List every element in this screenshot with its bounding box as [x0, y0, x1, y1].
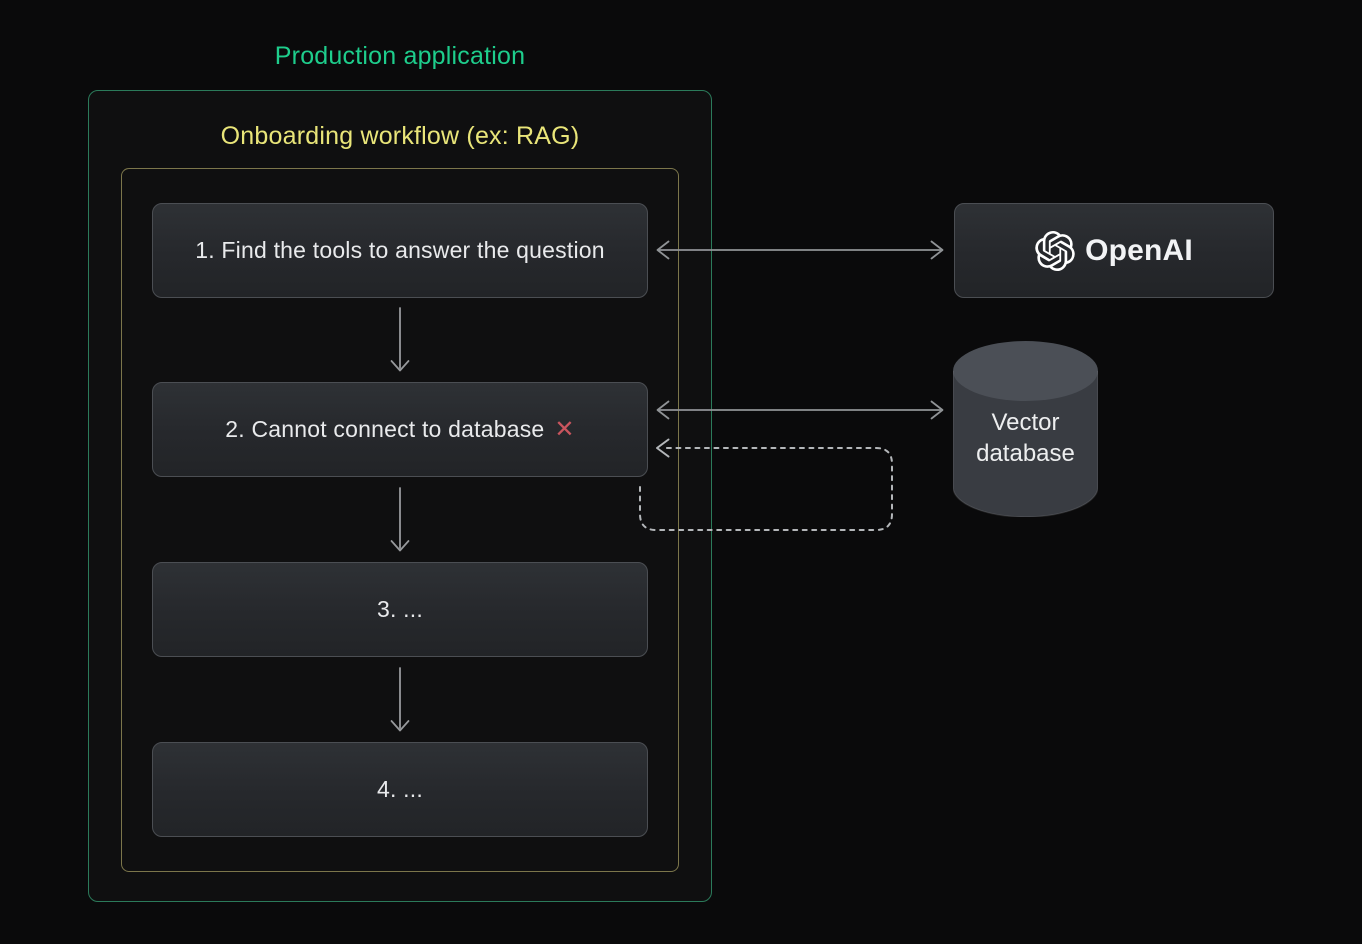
step-4-label: 4. ...: [377, 776, 423, 802]
step-2-label: 2. Cannot connect to database: [225, 416, 545, 442]
database-cylinder: [953, 341, 1098, 517]
openai-logo-icon: [1035, 230, 1075, 271]
onboarding-workflow-title: Onboarding workflow (ex: RAG): [220, 122, 580, 150]
step-box-4: 4. ...: [152, 742, 648, 837]
step-1-label: 1. Find the tools to answer the question: [195, 237, 605, 263]
production-application-title: Production application: [274, 42, 526, 70]
error-x-icon: ✕: [554, 416, 575, 443]
step-3-label: 3. ...: [377, 596, 423, 622]
vector-database-label-line2: database: [976, 440, 1075, 467]
openai-box: OpenAI: [954, 203, 1274, 298]
vector-database-label-line1: Vector: [991, 409, 1060, 436]
vector-database-label: Vector database: [953, 407, 1098, 469]
step-box-2: 2. Cannot connect to database ✕: [152, 382, 648, 477]
step-box-3: 3. ...: [152, 562, 648, 657]
openai-label: OpenAI: [1085, 233, 1193, 267]
step-box-1: 1. Find the tools to answer the question: [152, 203, 648, 298]
